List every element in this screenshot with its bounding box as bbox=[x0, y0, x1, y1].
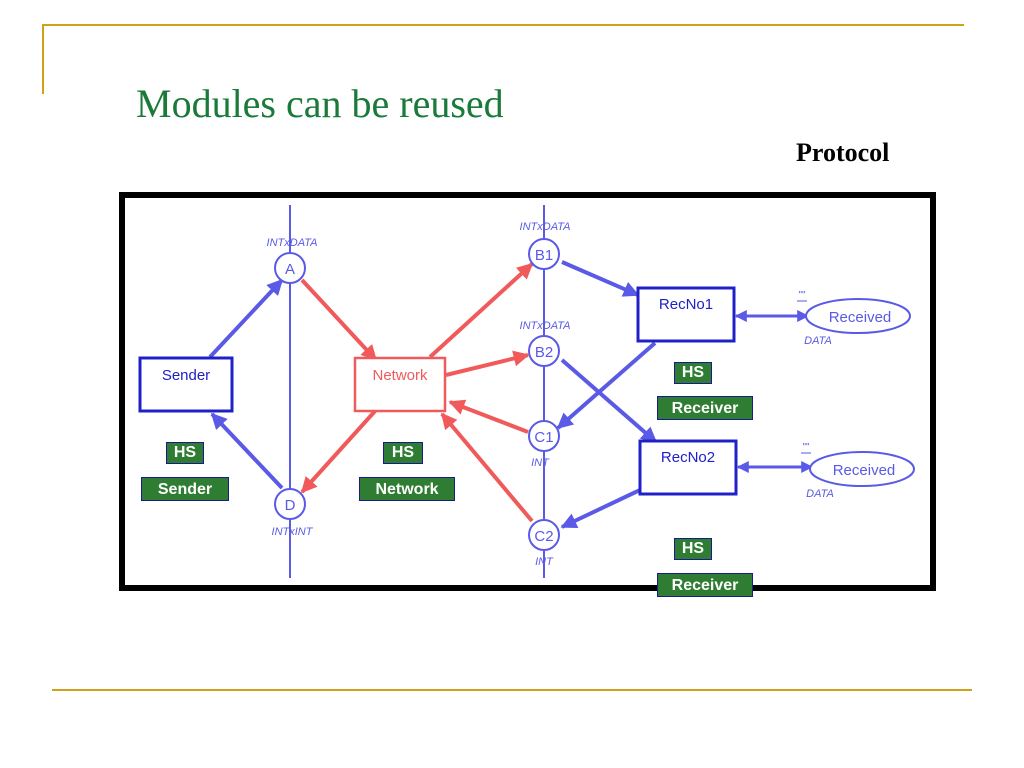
recno2-transition bbox=[638, 439, 738, 496]
bottom-rule bbox=[52, 689, 972, 691]
place-received2-label: Received bbox=[833, 462, 896, 479]
arc-network-to-b2 bbox=[445, 350, 530, 377]
recno2-transition-label: RecNo2 bbox=[661, 449, 715, 466]
arc-b1-to-recno1 bbox=[561, 260, 640, 297]
arc-a-to-network bbox=[300, 278, 378, 362]
recno1-transition bbox=[636, 286, 736, 343]
place-c1 bbox=[528, 420, 560, 452]
place-a-label: A bbox=[285, 261, 295, 278]
place-c1-type: INT bbox=[531, 457, 550, 469]
place-received2 bbox=[809, 451, 915, 487]
place-received2-type: DATA bbox=[806, 488, 834, 500]
place-a bbox=[274, 252, 306, 284]
arc-network-to-b1 bbox=[428, 262, 534, 359]
recno1-transition-label: RecNo1 bbox=[659, 296, 713, 313]
arc-d-to-sender bbox=[210, 412, 284, 490]
arc-recno1-to-c1 bbox=[556, 341, 657, 430]
left-rule bbox=[42, 24, 44, 94]
place-c2-label: C2 bbox=[534, 528, 553, 545]
place-c2 bbox=[528, 519, 560, 551]
place-b1-label: B1 bbox=[535, 247, 553, 264]
hs-tag-sender: HS bbox=[166, 442, 204, 464]
place-b1-type: INTxDATA bbox=[520, 221, 571, 233]
hs-name-receiver2: Receiver bbox=[657, 573, 753, 597]
slide-title: Modules can be reused bbox=[136, 81, 504, 126]
hs-tag-receiver2: HS bbox=[674, 538, 712, 560]
place-a-type: INTxDATA bbox=[267, 237, 318, 249]
place-d bbox=[274, 488, 306, 520]
hs-tag-receiver1: HS bbox=[674, 362, 712, 384]
network-transition-label: Network bbox=[372, 367, 428, 384]
hs-tag-network: HS bbox=[383, 442, 423, 464]
place-received1-type: DATA bbox=[804, 335, 832, 347]
place-b1 bbox=[528, 238, 560, 270]
place-b2-type: INTxDATA bbox=[520, 320, 571, 332]
place-b2 bbox=[528, 335, 560, 367]
arc-c2-to-network bbox=[440, 412, 534, 523]
place-received1-initial: "" bbox=[798, 290, 806, 301]
arc-network-to-d bbox=[300, 408, 378, 494]
hs-name-sender: Sender bbox=[141, 477, 229, 501]
protocol-label: Protocol bbox=[796, 138, 890, 167]
place-d-type: INTxINT bbox=[272, 526, 314, 538]
arc-c1-to-network bbox=[448, 399, 529, 434]
hs-name-network: Network bbox=[359, 477, 455, 501]
arc-b2-to-recno2 bbox=[560, 358, 658, 444]
place-d-label: D bbox=[285, 497, 296, 514]
place-c1-label: C1 bbox=[534, 429, 553, 446]
arc-recno2-to-c2 bbox=[560, 488, 641, 529]
sender-transition-label: Sender bbox=[162, 367, 210, 384]
diagram-frame bbox=[119, 192, 936, 591]
hs-name-receiver1: Receiver bbox=[657, 396, 753, 420]
top-rule bbox=[42, 24, 964, 26]
network-transition bbox=[353, 356, 447, 413]
place-received2-initial: "" bbox=[802, 442, 810, 453]
sender-transition bbox=[138, 356, 234, 413]
place-c2-type: INT bbox=[535, 556, 554, 568]
place-b2-label: B2 bbox=[535, 344, 553, 361]
arc-sender-to-a bbox=[208, 278, 284, 359]
place-received1 bbox=[805, 298, 911, 334]
place-received1-label: Received bbox=[829, 309, 892, 326]
